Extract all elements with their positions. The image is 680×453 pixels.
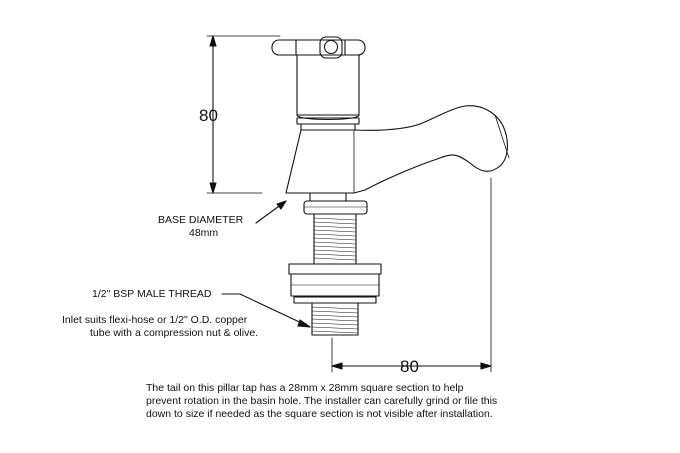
base-diameter-value: 48mm (189, 227, 219, 239)
base-diameter-leader (255, 200, 287, 224)
installation-note: The tail on this pillar tap has a 28mm x… (146, 382, 526, 421)
tail-shank (288, 192, 382, 336)
inlet-callout-line-1: Inlet suits flexi-hose or 1/2" O.D. copp… (62, 314, 248, 326)
height-dimension-label: 80 (199, 106, 218, 125)
height-dimension-line (206, 35, 281, 194)
thread-callout: 1/2" BSP MALE THREAD (92, 288, 212, 300)
inlet-callout-line-2: tube with a compression nut & olive. (90, 327, 259, 339)
thread-leader (221, 293, 311, 328)
tap-body-spout (285, 105, 510, 194)
note-line: The tail on this pillar tap has a 28mm x… (146, 382, 464, 394)
note-line: prevent rotation in the basin hole. The … (146, 395, 498, 407)
base-diameter-title: BASE DIAMETER (158, 214, 244, 226)
note-line: down to size if needed as the square sec… (146, 408, 493, 420)
tap-head (296, 54, 360, 131)
projection-dimension-label: 80 (400, 357, 419, 376)
projection-dimension-line (331, 177, 492, 373)
